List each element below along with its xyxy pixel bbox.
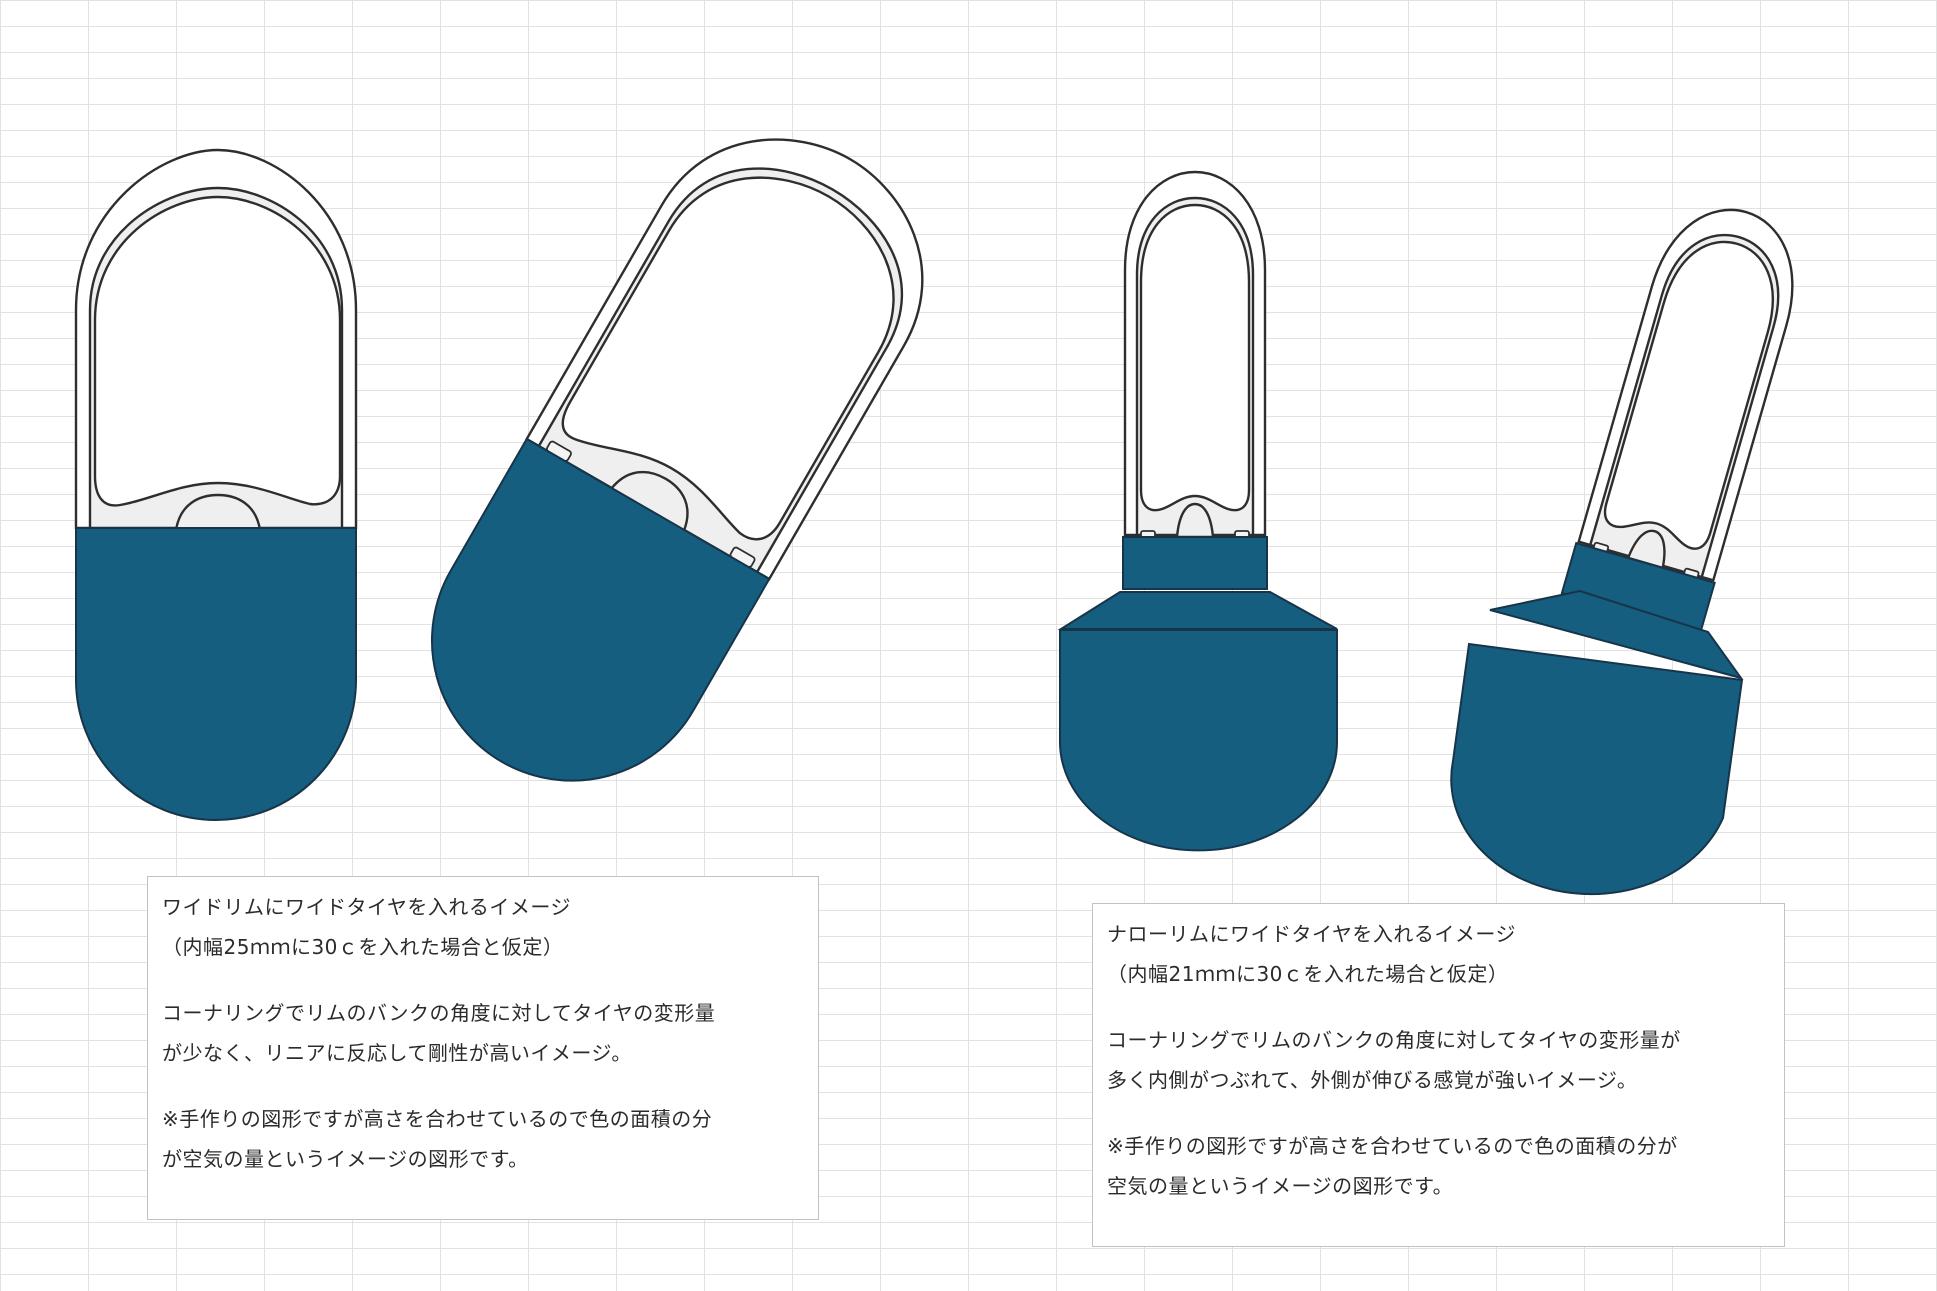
caption-wide-rim: ワイドリムにワイドタイヤを入れるイメージ （内幅25ｍｍに30ｃを入れた場合と仮… [147, 876, 819, 1220]
air-segment-narrow-upright-mid [1057, 591, 1338, 630]
caption-narrow-description-line2: 多く内側がつぶれて、外側が伸びる感覚が強いイメージ。 [1107, 1068, 1638, 1092]
rim-bead-hook [174, 493, 262, 532]
tire-inner-cavity [561, 176, 895, 541]
caption-narrow-rim: ナローリムにワイドタイヤを入れるイメージ （内幅21ｍｍに30ｃを入れた場合と仮… [1092, 903, 1785, 1247]
air-segment-narrow-upright-bottom [1059, 629, 1338, 852]
caption-narrow-condition: （内幅21ｍｍに30ｃを入れた場合と仮定） [1107, 962, 1509, 986]
caption-narrow-note-line1: ※手作りの図形ですが高さを合わせているので色の面積の分が [1107, 1134, 1678, 1158]
narrow-rim-leaned-tire [1450, 208, 1794, 896]
caption-wide-title: ワイドリムにワイドタイヤを入れるイメージ [162, 895, 571, 919]
wide-rim-leaned-tire [431, 138, 924, 782]
tire-inner-cavity [93, 195, 342, 507]
air-segment-narrow-leaned-mid [1489, 589, 1744, 680]
tire-inner-cavity [1603, 240, 1774, 550]
caption-narrow-note-line2: 空気の量というイメージの図形です。 [1107, 1174, 1454, 1198]
caption-wide-note-line1: ※手作りの図形ですが高さを合わせているので色の面積の分 [162, 1107, 713, 1131]
narrow-leaned-tire-body [1560, 208, 1794, 634]
caption-narrow-description-line1: コーナリングでリムのバンクの角度に対してタイヤの変形量が [1107, 1028, 1681, 1052]
narrow-rim-upright-tire [1057, 170, 1338, 852]
air-segment-narrow-upright-top [1122, 536, 1268, 590]
rim-bead-hook [609, 470, 689, 533]
caption-wide-condition: （内幅25ｍｍに30ｃを入れた場合と仮定） [162, 935, 564, 959]
caption-wide-description-line2: が少なく、リニアに反応して剛性が高いイメージ。 [162, 1041, 632, 1065]
wide-rim-upright-tire [74, 148, 358, 821]
rim-bead-hook [1175, 502, 1215, 539]
caption-wide-description-line1: コーナリングでリムのバンクの角度に対してタイヤの変形量 [162, 1001, 716, 1025]
air-volume-wide-leaned [431, 437, 771, 782]
tire-inner-cavity [1139, 203, 1251, 512]
air-segment-narrow-leaned-bottom [1450, 642, 1744, 896]
rim-bead-hook [1626, 529, 1666, 570]
air-volume-wide-upright [75, 527, 357, 821]
caption-narrow-title: ナローリムにワイドタイヤを入れるイメージ [1107, 922, 1516, 946]
caption-wide-note-line2: が空気の量というイメージの図形です。 [162, 1147, 529, 1171]
